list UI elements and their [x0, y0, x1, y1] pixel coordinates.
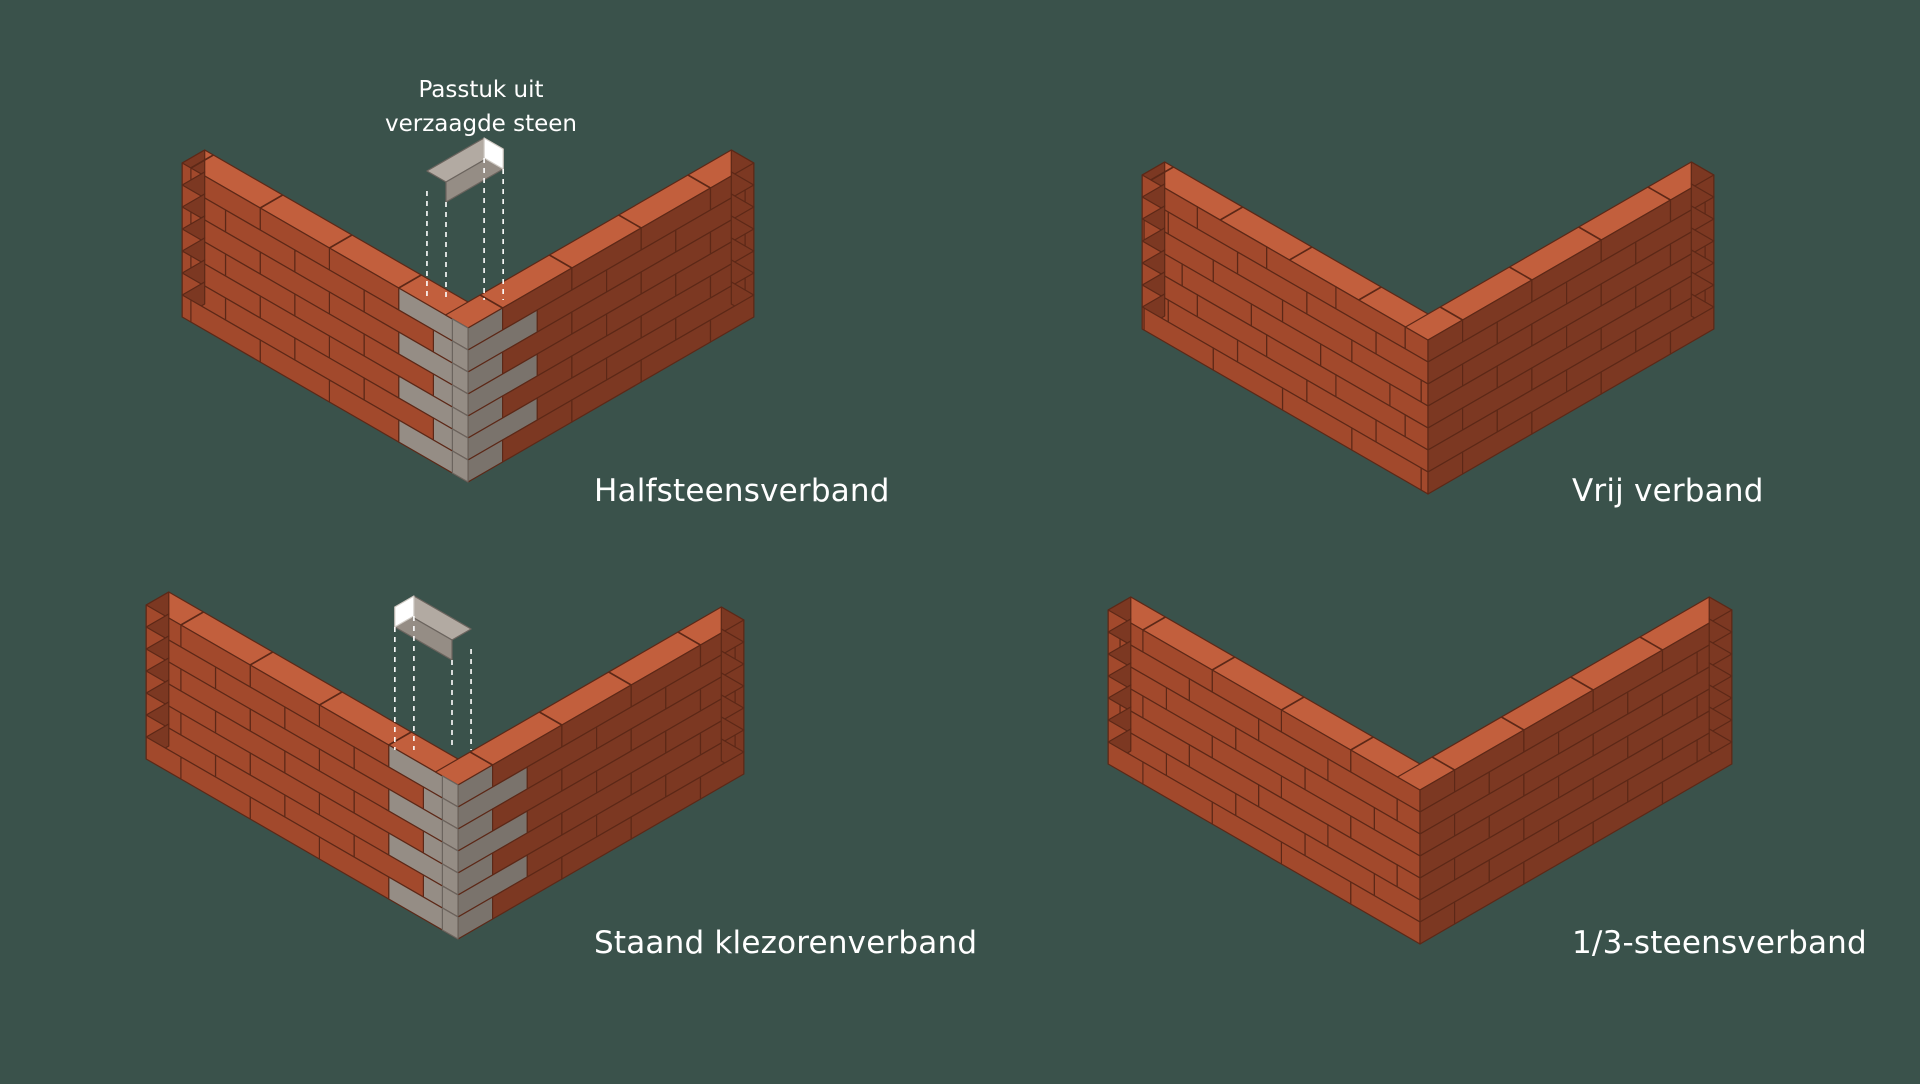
- cut-brick-icon: [394, 595, 472, 750]
- label-staand-klezorenverband: Staand klezorenverband: [594, 925, 978, 961]
- brick-corner-vrij-icon: [1141, 161, 1715, 495]
- brick-corner-klezoren-icon: [145, 591, 745, 940]
- callout-line-1: Passtuk uit: [418, 77, 544, 103]
- label-een-derde-steensverband: 1/3-steensverband: [1572, 925, 1867, 961]
- brick-corner-derde-icon: [1107, 596, 1733, 945]
- callout-passtuk: Passtuk uit verzaagde steen: [331, 73, 631, 141]
- brick-corner-halfsteens-icon: [181, 149, 755, 483]
- callout-line-2: verzaagde steen: [384, 111, 578, 137]
- label-halfsteensverband: Halfsteensverband: [594, 473, 890, 509]
- cut-brick-icon: [426, 137, 504, 300]
- label-vrij-verband: Vrij verband: [1572, 473, 1764, 509]
